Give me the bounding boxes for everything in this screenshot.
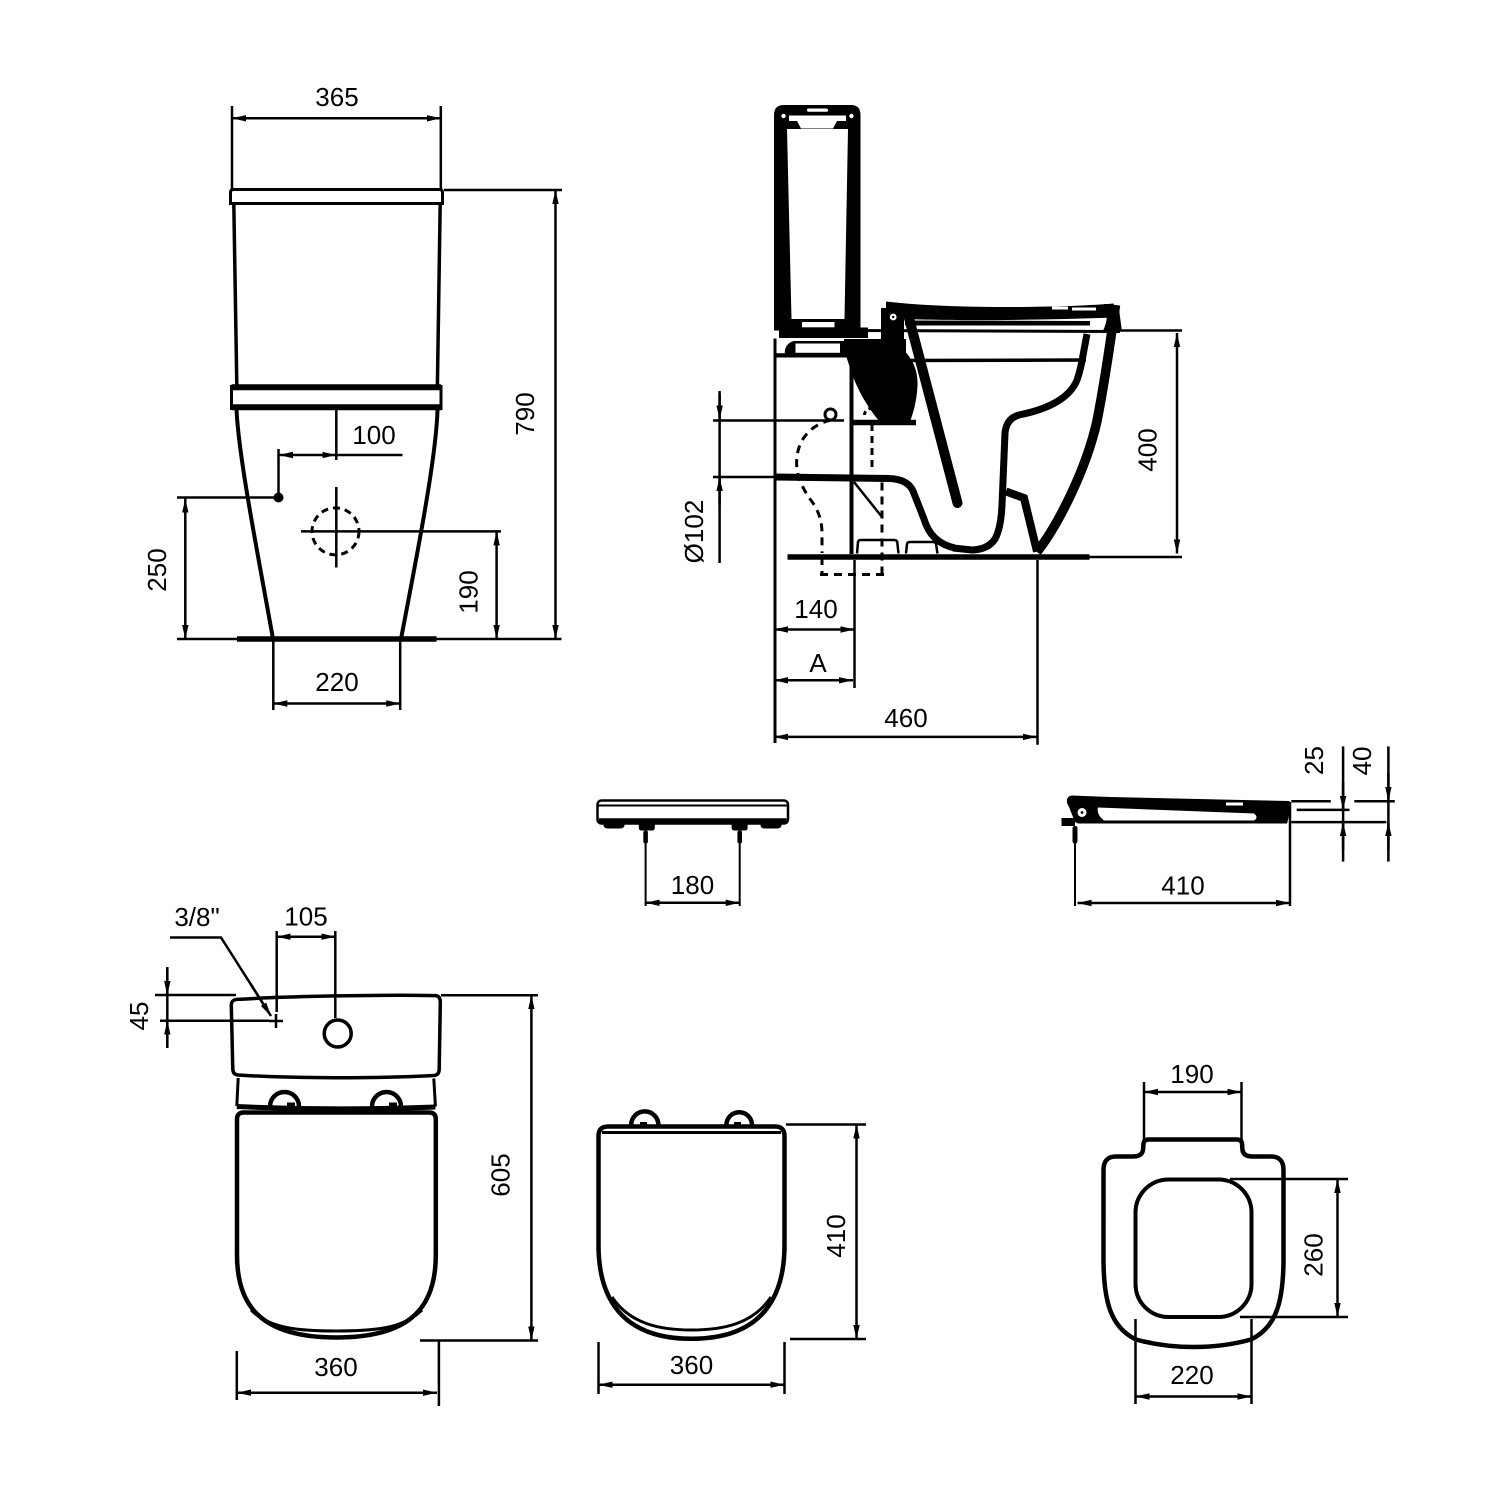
svg-text:220: 220 — [315, 667, 358, 697]
svg-text:605: 605 — [486, 1153, 516, 1196]
svg-text:190: 190 — [454, 570, 484, 613]
svg-text:140: 140 — [794, 594, 837, 624]
svg-text:220: 220 — [1170, 1360, 1213, 1390]
svg-text:360: 360 — [670, 1350, 713, 1380]
svg-text:A: A — [809, 648, 827, 678]
svg-text:410: 410 — [821, 1214, 851, 1257]
svg-text:790: 790 — [510, 392, 540, 435]
svg-text:460: 460 — [884, 703, 927, 733]
svg-text:250: 250 — [142, 548, 172, 591]
svg-text:400: 400 — [1133, 428, 1163, 471]
svg-text:360: 360 — [314, 1352, 357, 1382]
svg-text:180: 180 — [671, 870, 714, 900]
svg-text:Ø102: Ø102 — [679, 500, 709, 564]
svg-text:105: 105 — [284, 902, 327, 932]
svg-text:260: 260 — [1299, 1233, 1329, 1276]
svg-text:365: 365 — [315, 82, 358, 112]
svg-text:25: 25 — [1299, 746, 1329, 775]
svg-text:40: 40 — [1347, 747, 1377, 776]
svg-text:410: 410 — [1161, 871, 1204, 901]
svg-text:45: 45 — [124, 1002, 154, 1031]
svg-text:100: 100 — [352, 420, 395, 450]
svg-text:190: 190 — [1170, 1059, 1213, 1089]
svg-text:3/8": 3/8" — [174, 902, 219, 932]
